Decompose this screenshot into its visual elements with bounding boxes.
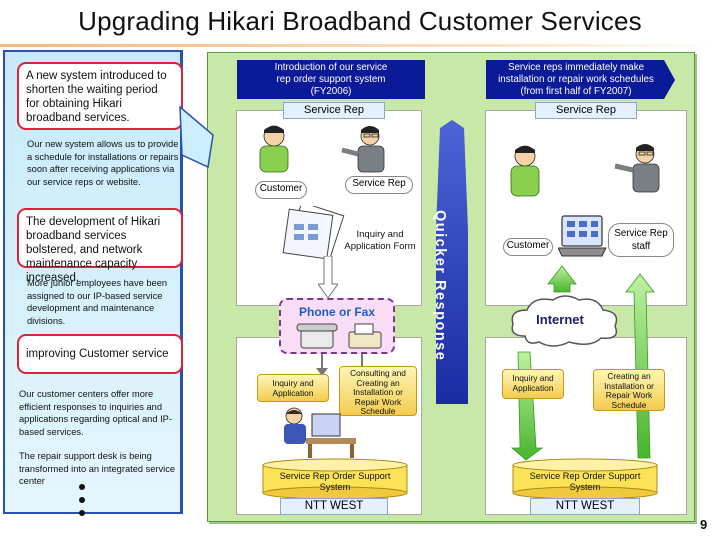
service-rep-label-right: Service Rep bbox=[535, 102, 637, 119]
highlight-development: The development of Hikari broadband serv… bbox=[17, 208, 183, 284]
phone-fax-icon bbox=[296, 323, 382, 349]
title-underline bbox=[0, 44, 720, 47]
application-form-icon bbox=[282, 206, 345, 260]
form-caption: Inquiry and Application Form bbox=[344, 229, 416, 252]
desc-repair-desk: The repair support desk is being transfo… bbox=[19, 451, 176, 486]
order-support-system-cylinder-right bbox=[512, 458, 658, 500]
creating-schedule-box-right: Creating an Installation or Repair Work … bbox=[593, 369, 665, 411]
inquiry-application-box-right: Inquiry and Application bbox=[502, 369, 564, 399]
highlight-customer-service: improving Customer service bbox=[17, 334, 183, 374]
fy2007-header-shape bbox=[486, 60, 675, 99]
customer-bubble-right: Customer bbox=[503, 238, 553, 256]
fy2006-header: Introduction of our service rep order su… bbox=[237, 60, 425, 99]
right-column-upper-frame bbox=[485, 110, 687, 306]
order-support-system-label-left: Service Rep Order Support System bbox=[279, 471, 391, 492]
page-number: 9 bbox=[700, 517, 708, 532]
ntt-west-label-right: NTT WEST bbox=[530, 498, 640, 515]
ellipsis-dot bbox=[79, 497, 85, 503]
fy2007-header: Service reps immediately make installati… bbox=[498, 62, 654, 97]
quicker-response-arrow bbox=[436, 120, 468, 404]
order-support-system-cylinder-left bbox=[262, 458, 408, 500]
service-rep-label-left: Service Rep bbox=[283, 102, 385, 119]
service-rep-staff-bubble: Service Rep staff bbox=[608, 223, 674, 257]
inquiry-application-box-left: Inquiry and Application bbox=[257, 374, 329, 402]
internet-label: Internet bbox=[536, 312, 584, 327]
consulting-box-left: Consulting and Creating an Installation … bbox=[339, 366, 417, 416]
ellipsis-dot bbox=[79, 484, 85, 490]
customer-bubble-left: Customer bbox=[255, 181, 307, 199]
customer-and-rep-people-icon bbox=[259, 125, 385, 173]
phone-or-fax-label: Phone or Fax bbox=[298, 305, 375, 319]
desc-new-system: Our new system allows us to provide a sc… bbox=[27, 139, 179, 187]
highlight-new-system: A new system introduced to shorten the w… bbox=[17, 62, 183, 130]
page-title: Upgrading Hikari Broadband Customer Serv… bbox=[78, 6, 642, 36]
callout-pointer bbox=[179, 105, 214, 169]
desc-development: More junior employees have been assigned… bbox=[27, 278, 168, 326]
data-flow-green-arrows bbox=[510, 265, 655, 461]
desc-customer-centers: Our customer centers offer more efficien… bbox=[19, 389, 172, 437]
order-support-system-label-right: Service Rep Order Support System bbox=[529, 471, 641, 492]
ntt-west-label-left: NTT WEST bbox=[280, 498, 388, 515]
laptop-icon bbox=[558, 215, 607, 257]
internet-cloud-icon bbox=[511, 295, 618, 347]
left-info-panel: A new system introduced to shorten the w… bbox=[3, 50, 183, 516]
operator-at-desk-icon bbox=[284, 407, 356, 458]
service-rep-bubble-left: Service Rep bbox=[345, 176, 413, 194]
form-down-arrow bbox=[318, 256, 338, 298]
ellipsis-dot bbox=[79, 510, 85, 516]
customer-and-staff-people-icon bbox=[510, 144, 660, 197]
